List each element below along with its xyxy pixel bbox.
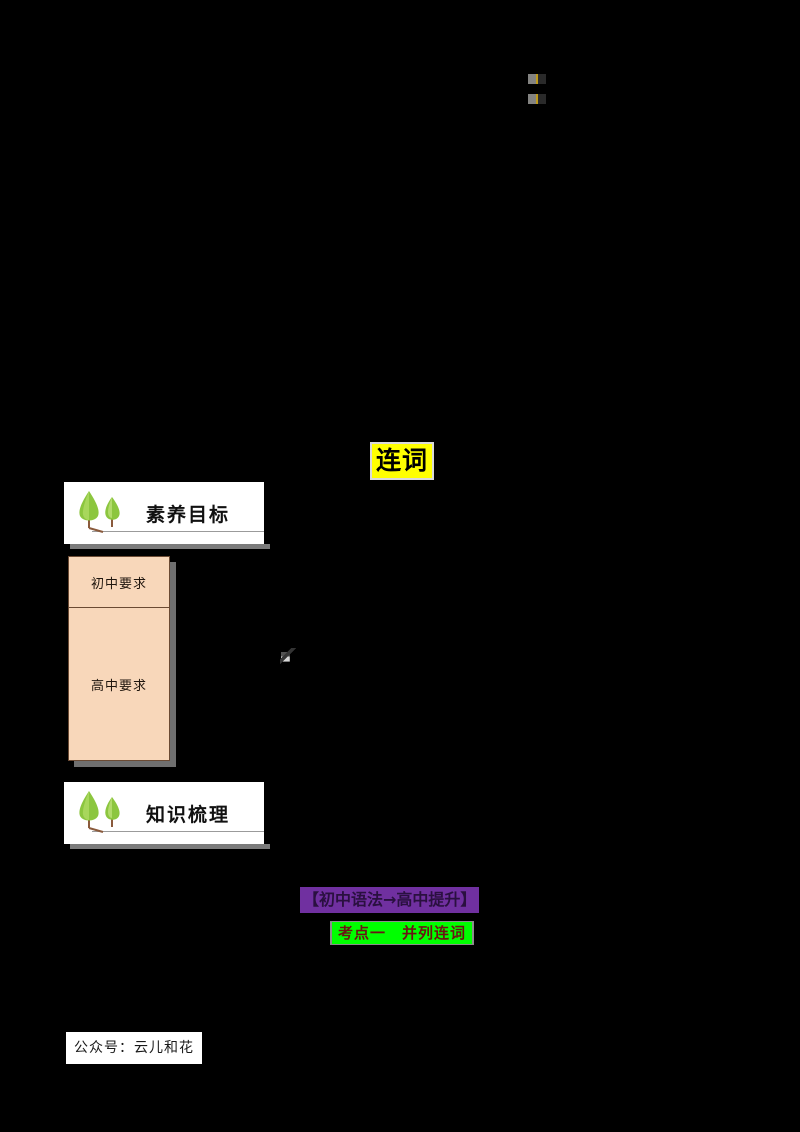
cursor-artifact-icon xyxy=(280,648,296,664)
page-title-container: 连词 xyxy=(370,442,435,480)
table-cell-junior-requirement: 初中要求 xyxy=(68,556,170,608)
artifact-mark-upper xyxy=(528,74,546,84)
page-artifact-group xyxy=(528,74,558,108)
section-banner-zhishi: 知识梳理 xyxy=(64,782,270,849)
section-banner-label-suyang: 素养目标 xyxy=(146,503,231,526)
banner-underline xyxy=(92,531,264,532)
heading-bridge: 【初中语法→高中提升】 xyxy=(300,887,480,913)
table-row: 高中要求 xyxy=(68,607,170,761)
heading-test-point-container: 考点一 并列连词 xyxy=(330,921,475,945)
tree-icon xyxy=(78,487,140,539)
section-banner-suyang: 素养目标 xyxy=(64,482,270,549)
banner-shadow xyxy=(70,844,270,849)
table-cell-senior-requirement: 高中要求 xyxy=(68,607,170,761)
footer-watermark: 公众号：云儿和花 xyxy=(66,1032,202,1064)
tree-icon xyxy=(78,787,140,839)
banner-shadow xyxy=(70,544,270,549)
artifact-mark-lower xyxy=(528,94,546,104)
section-banner-label-zhishi: 知识梳理 xyxy=(146,803,231,826)
table-row: 初中要求 xyxy=(68,556,170,608)
requirements-table: 初中要求 高中要求 xyxy=(68,556,170,761)
heading-test-point: 考点一 并列连词 xyxy=(332,922,473,944)
banner-underline xyxy=(92,831,264,832)
page-title: 连词 xyxy=(372,444,433,478)
